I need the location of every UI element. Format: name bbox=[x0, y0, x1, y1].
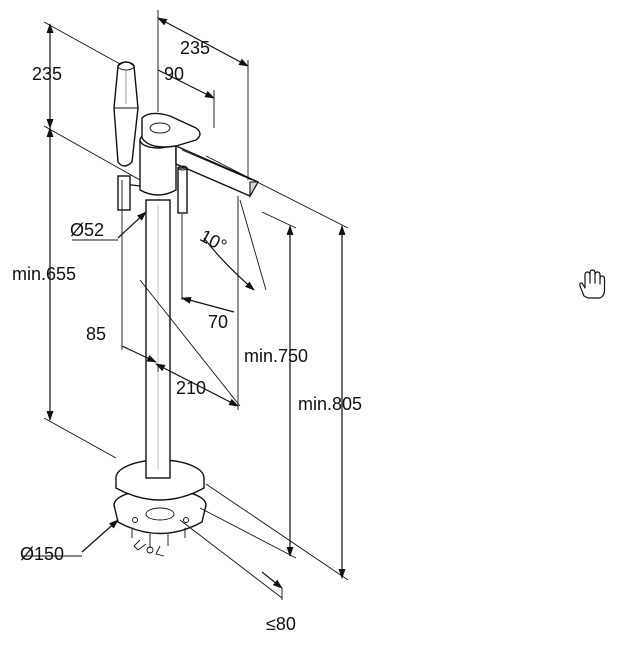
label-spout-reach: 210 bbox=[176, 378, 206, 398]
label-top-width: 235 bbox=[180, 38, 210, 58]
label-handshower-height: 235 bbox=[32, 64, 62, 84]
label-min-805: min.805 bbox=[298, 394, 362, 414]
spout bbox=[175, 144, 259, 199]
hand-cursor-icon bbox=[579, 269, 606, 299]
label-angle: 10° bbox=[197, 226, 230, 256]
mixer-body bbox=[139, 112, 201, 196]
label-max-80: ≤80 bbox=[266, 614, 296, 634]
label-column-diameter: Ø52 bbox=[70, 220, 104, 240]
label-spout-offset: 70 bbox=[208, 312, 228, 332]
label-min-655: min.655 bbox=[12, 264, 76, 284]
dimension-labels: 235 90 235 Ø52 10° min.655 70 85 210 min… bbox=[12, 38, 362, 634]
label-min-750: min.750 bbox=[244, 346, 308, 366]
diverter-rod bbox=[177, 165, 188, 214]
faucet-column bbox=[145, 199, 171, 479]
dimension-lines bbox=[22, 10, 349, 600]
handshower-holder bbox=[117, 175, 141, 211]
label-base-diameter: Ø150 bbox=[20, 544, 64, 564]
handshower bbox=[113, 61, 139, 167]
label-top-offset: 90 bbox=[164, 64, 184, 84]
label-base-offset: 85 bbox=[86, 324, 106, 344]
faucet-product bbox=[113, 61, 259, 557]
